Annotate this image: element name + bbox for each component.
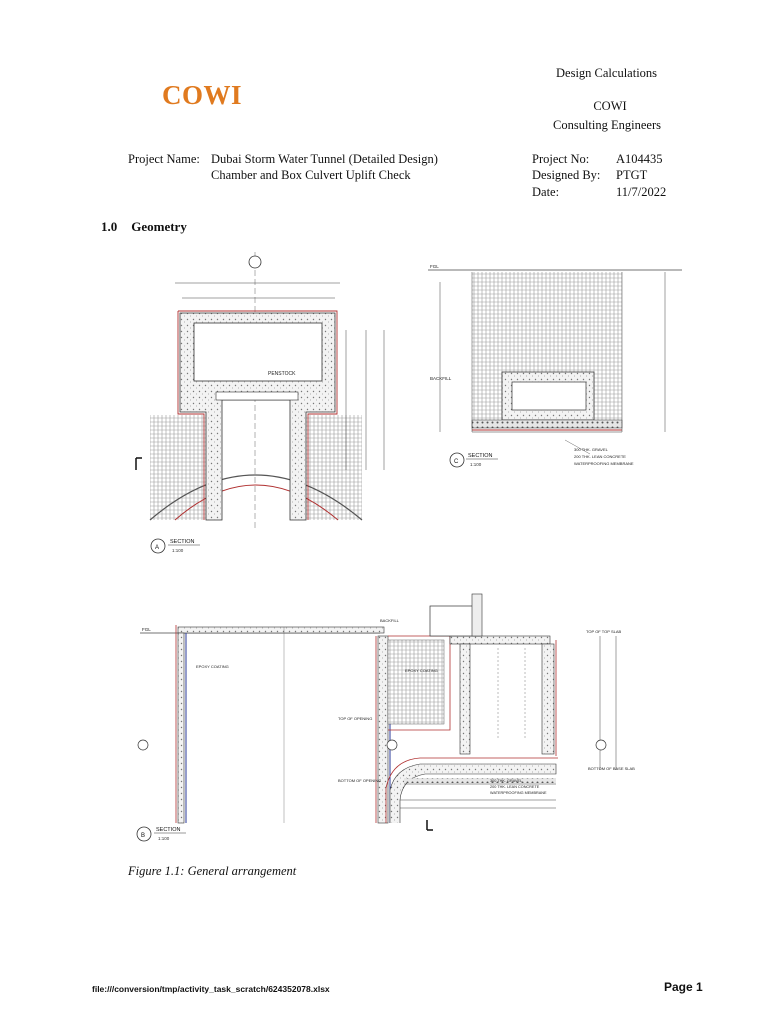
gravel-tag-b: 300 THK. GRAVEL <box>490 779 522 783</box>
membrane-tag-c: WATERPROOFING MEMBRANE <box>574 461 634 466</box>
section-c-letter: C <box>454 459 459 465</box>
section-a-drawing: PENSTOCK <box>135 252 385 530</box>
designed-by-label: Designed By: <box>532 168 601 182</box>
blinding-tag-b: 200 THK. LEAN CONCRETE <box>490 785 540 789</box>
project-no-value: A104435 <box>616 152 663 166</box>
section-c-scale: 1:100 <box>470 462 482 467</box>
project-name-line2: Chamber and Box Culvert Uplift Check <box>211 168 411 182</box>
section-c-label: C SECTION 1:100 <box>449 452 498 468</box>
backfill-tag: BACKFILL <box>430 376 452 381</box>
backfill-tag-b: BACKFILL <box>380 618 400 623</box>
project-no-label: Project No: <box>532 152 590 166</box>
blinding-tag-c: 200 THK. LEAN CONCRETE <box>574 454 626 459</box>
footer-file-path: file:///conversion/tmp/activity_task_scr… <box>92 984 330 994</box>
top-of-opening-tag: TOP OF OPENING <box>338 716 372 721</box>
section-c-title: SECTION <box>468 453 492 459</box>
section-b-scale: 1:100 <box>158 836 170 841</box>
company-name: COWI <box>593 99 627 113</box>
membrane-tag-b: WATERPROOFING MEMBRANE <box>490 791 547 795</box>
section-b-letter: B <box>141 833 145 839</box>
section-a-title: SECTION <box>170 539 194 545</box>
section-b-drawing: FGL EP <box>137 593 635 831</box>
section-c-drawing: FGL BACKFILL 300 THK. GRAVEL 200 THK. LE… <box>428 264 682 466</box>
epoxy-coating-tag-shaft: EPOXY COATING <box>405 668 438 673</box>
svg-text:FGL: FGL <box>430 264 439 269</box>
epoxy-coating-tag-left: EPOXY COATING <box>196 664 229 669</box>
bottom-of-opening-tag: BOTTOM OF OPENING <box>338 778 381 783</box>
section-b-title: SECTION <box>156 827 180 833</box>
company-logo: COWI <box>162 80 243 110</box>
figure-caption: Figure 1.1: General arrangement <box>128 864 297 878</box>
project-name-label: Project Name: <box>128 152 200 166</box>
section-a-scale: 1:100 <box>172 548 184 553</box>
project-name-line1: Dubai Storm Water Tunnel (Detailed Desig… <box>211 152 438 166</box>
section-heading: 1.0 Geometry <box>101 219 201 235</box>
page-number: Page 1 <box>664 980 703 994</box>
gravel-tag-c: 300 THK. GRAVEL <box>574 447 609 452</box>
top-of-top-slab-tag: TOP OF TOP SLAB <box>586 629 622 634</box>
date-label: Date: <box>532 185 560 199</box>
section-number: 1.0 <box>101 219 118 234</box>
company-subtitle: Consulting Engineers <box>553 118 661 132</box>
section-b-label: B SECTION 1:100 <box>136 826 186 842</box>
penstock-tag: PENSTOCK <box>268 371 296 377</box>
section-a-label: A SECTION 1:100 <box>150 538 200 554</box>
date-value: 11/7/2022 <box>616 185 667 199</box>
bottom-of-base-slab-tag: BOTTOM OF BASE SLAB <box>588 766 635 771</box>
designed-by-value: PTGT <box>616 168 648 182</box>
section-a-letter: A <box>155 545 159 551</box>
document-type: Design Calculations <box>556 66 658 80</box>
section-title: Geometry <box>131 219 187 234</box>
svg-text:FGL: FGL <box>142 627 151 632</box>
